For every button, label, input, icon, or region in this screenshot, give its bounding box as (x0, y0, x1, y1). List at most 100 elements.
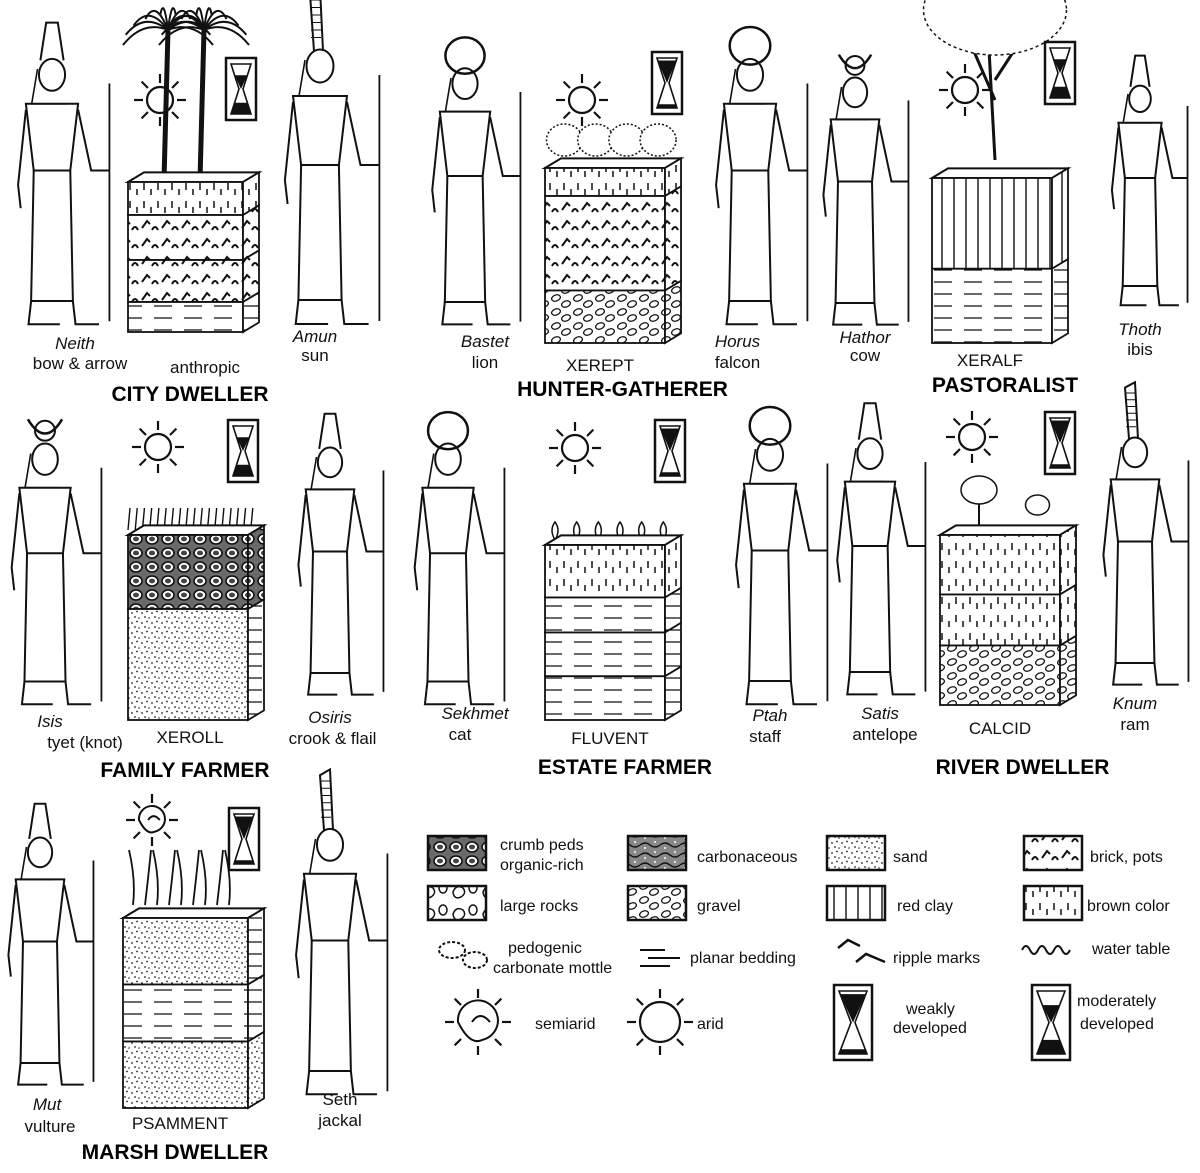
figure-satis-arm-right (894, 486, 926, 547)
figure-horus-feet (725, 300, 758, 326)
figure-thoth-arm-right (1160, 127, 1188, 179)
climate-icon-marsh-ray (132, 800, 141, 809)
legend-swatch-crumb-peds (426, 834, 488, 872)
plants-marsh-reed (200, 849, 207, 906)
figure-seth-feet (305, 1070, 338, 1096)
soil-block-anthropic (124, 170, 263, 334)
figure-bastet-feet (484, 301, 511, 326)
climate-icon-river-ray (983, 417, 992, 426)
plants-marsh-reed (216, 849, 224, 906)
figure-neith-head (37, 57, 67, 92)
soil-block-psamment-side (247, 906, 265, 987)
climate-icon-family-disc (143, 432, 173, 462)
plants-family-blade (127, 507, 131, 531)
figure-osiris-torso (304, 488, 356, 553)
figure-sekhmet-arm-left (413, 493, 424, 591)
figure-horus-arm-right (775, 109, 808, 172)
legend-icon-arid-ray (676, 997, 685, 1006)
climate-icon-estate-disc (560, 433, 590, 463)
deity-attribute-ibis: ibis (1127, 340, 1153, 359)
figure-hathor (822, 53, 910, 326)
panel-title-pastoralist: PASTORALIST (931, 374, 1079, 397)
deity-name-sekhmet: Sekhmet (441, 704, 509, 723)
soil-block-xerept-layer (544, 289, 666, 344)
soil-block-xeroll-side (247, 523, 265, 611)
soil-block-calcid-top (936, 524, 1080, 536)
plants-river-crown (960, 475, 998, 505)
figure-isis (10, 418, 103, 706)
figure-osiris-crown (318, 412, 342, 450)
development-icon-estate-frame (653, 418, 687, 484)
figure-isis-head (31, 442, 59, 476)
legend-icon-moderately-developed-frame (1030, 983, 1072, 1062)
figure-hathor-feet (832, 302, 863, 326)
development-icon-pastoral-sand-bottom (1050, 86, 1070, 98)
panel-title-hunter-gatherer: HUNTER-GATHERER (517, 378, 728, 401)
climate-icon-pastoral-ray (976, 70, 985, 79)
plants-city-frond (203, 7, 213, 31)
figure-neith-crown (39, 21, 65, 61)
figure-ptah (735, 405, 829, 706)
legend-icon-arid-ray (635, 997, 644, 1006)
figure-isis-horn-disc (34, 419, 56, 442)
development-icon-marsh-sand-top (234, 816, 254, 839)
climate-icon-river-ray (983, 448, 992, 457)
soil-block-fluvent-top (541, 534, 685, 546)
legend-label-red-clay: red clay (897, 898, 954, 915)
legend-label-carbonaceous: carbonaceous (697, 849, 798, 866)
soil-block-psamment-top (119, 907, 268, 919)
figure-seth-head (315, 827, 345, 862)
development-icon-river-sand-bottom (1050, 464, 1070, 468)
soil-block-xerept-top (541, 157, 685, 169)
plants-marsh-reed (152, 849, 159, 906)
figure-osiris (297, 412, 385, 696)
climate-icon-marsh-ray (132, 831, 141, 840)
figure-isis-dress (23, 553, 67, 683)
legend-icon-semiarid-cloud (471, 1015, 491, 1023)
figure-ptah-head (755, 437, 785, 472)
figure-osiris-arm-right (353, 494, 384, 553)
soil-block-xeroll-side (247, 597, 265, 722)
deity-name-ptah: Ptah (752, 706, 788, 725)
legend-label-brown-color: brown color (1087, 898, 1170, 915)
soil-block-xeralf-side (1051, 166, 1069, 271)
figure-mut-arm-right (63, 884, 94, 943)
deity-attribute-cat: cat (448, 725, 472, 744)
figure-hathor-horn-disc (844, 54, 866, 76)
development-icon-estate-sand-bottom (660, 472, 680, 476)
soil-block-calcid-side (1059, 523, 1077, 597)
legend-icon-pedogenic-mottle (438, 941, 488, 969)
figure-hathor-torso (829, 118, 881, 183)
legend-label-weakly: weakly (906, 1001, 955, 1018)
development-icon-pastoral-frame (1043, 40, 1077, 106)
plants-city-frond (203, 14, 240, 31)
figure-sekhmet (413, 410, 506, 706)
plants-river (960, 475, 1051, 530)
legend-swatch-gravel (626, 884, 688, 922)
plants-estate (551, 520, 668, 541)
plants-city-trunk (161, 29, 171, 181)
soil-name-calcid: CALCID (968, 719, 1032, 738)
legend-swatch-large-rocks (426, 884, 488, 922)
legend-icon-weakly-developed (832, 983, 874, 1062)
figure-knum-feet (1153, 662, 1179, 686)
figure-neith-dress (30, 170, 74, 302)
deity-name-seth: Seth (322, 1090, 358, 1109)
climate-icon-river-ray (952, 417, 961, 426)
soil-name-fluvent: FLUVENT (571, 729, 649, 748)
figure-bastet-arm-left (431, 117, 441, 213)
figure-horus-dress (728, 170, 772, 302)
soil-block-psamment-layer (122, 917, 249, 986)
plants-city-frond (124, 20, 169, 36)
climate-icon-pastoral-ray (945, 70, 954, 79)
deity-name-isis: Isis (37, 712, 63, 731)
figure-ptah-arm-left (735, 489, 745, 589)
figure-osiris-dress (309, 551, 351, 674)
plants-marsh-reed (192, 849, 200, 906)
figure-sekhmet-head (434, 442, 462, 476)
plants-city (122, 7, 250, 181)
legend-label-moderately: moderately (1077, 993, 1157, 1010)
soil-block-fluvent-layer (544, 631, 666, 678)
plants-city-frond (203, 20, 248, 36)
legend-label-water-table: water table (1092, 941, 1171, 958)
